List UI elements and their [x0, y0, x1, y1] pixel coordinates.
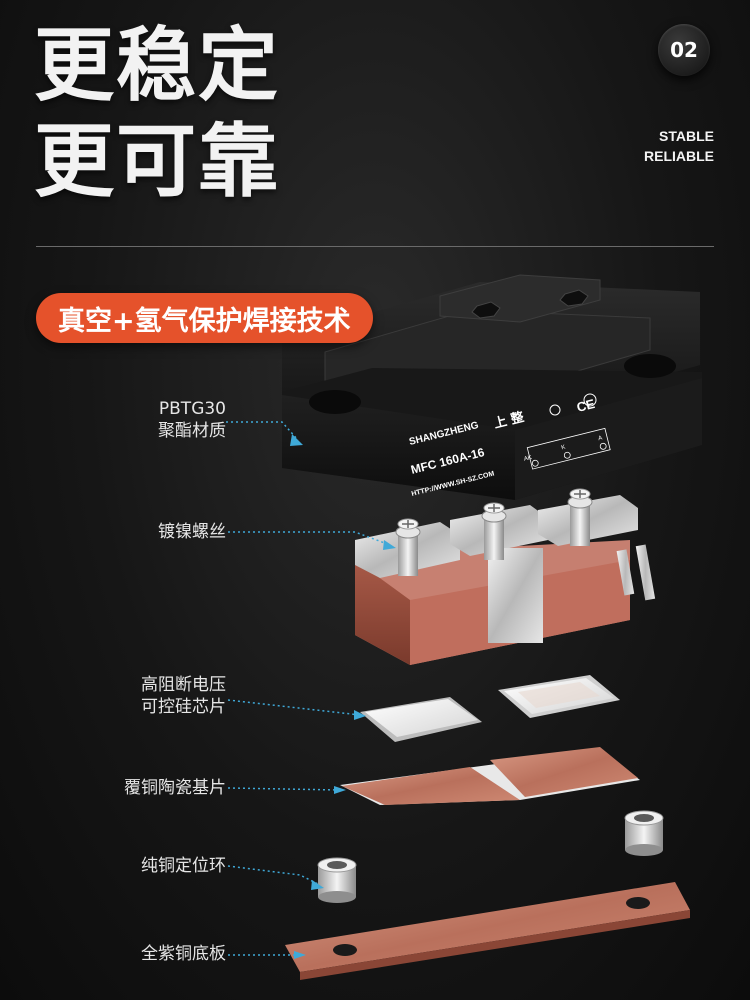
page-number-badge: 02	[658, 24, 710, 76]
registered-mark-icon	[549, 404, 561, 416]
label-thyristor-chip: 高阻断电压 可控硅芯片	[36, 674, 226, 718]
leader-lines	[226, 421, 391, 956]
housing-circuit-diagram: AK K A	[523, 427, 611, 470]
housing-body-left-face	[282, 395, 515, 500]
terminal-center-strip	[488, 548, 543, 643]
copper-base-plate-component	[285, 882, 690, 980]
terminal-label-k: K	[561, 445, 566, 452]
header-divider	[36, 246, 714, 247]
mounting-slot-right	[624, 354, 676, 378]
subtitle-en-line-2: RELIABLE	[644, 148, 714, 164]
ring-right	[624, 810, 664, 856]
terminal-screws-component	[355, 488, 656, 665]
hex-recess-2	[559, 289, 589, 307]
housing-component: SHANGZHENG 上 整 CE MFC 160A-16 HTTP://WWW…	[282, 274, 702, 500]
leader-housing	[226, 421, 299, 441]
screw-3	[567, 488, 593, 546]
base-plate-top	[285, 882, 690, 972]
label-screws-text: 镀镍螺丝	[158, 522, 226, 542]
label-nickel-screws: 镀镍螺丝	[36, 521, 226, 543]
housing-brand-cn: 上 整	[492, 409, 526, 432]
leader-arrowheads	[290, 434, 396, 959]
housing-ce-mark: CE	[575, 396, 596, 415]
subtitle-en-line-1: STABLE	[659, 128, 714, 144]
dbc-substrate-component	[340, 747, 640, 805]
label-housing-material: PBTG30 聚酯材质	[36, 398, 226, 442]
base-plate-hole-right	[626, 897, 650, 909]
cert-mark-icon	[583, 393, 597, 407]
arrow-housing	[290, 434, 303, 446]
gate-pin-1	[616, 549, 635, 596]
dbc-copper-right	[490, 747, 638, 797]
screw-2	[481, 502, 507, 560]
label-base-text: 全紫铜底板	[141, 944, 226, 964]
label-copper-ring: 纯铜定位环	[36, 855, 226, 877]
terminal-label-a: A	[598, 435, 603, 442]
base-plate-hole-left	[333, 944, 357, 956]
dbc-copper-left	[342, 767, 520, 805]
label-chip-text: 高阻断电压 可控硅芯片	[141, 675, 226, 717]
title-line-1: 更稳定	[34, 19, 280, 112]
ring-left	[317, 857, 357, 903]
mounting-slot-left	[309, 390, 361, 414]
terminal-label-ak: AK	[523, 455, 532, 463]
leader-screws	[228, 531, 391, 546]
label-copper-base: 全紫铜底板	[36, 943, 226, 965]
leader-chips	[227, 699, 361, 716]
thyristor-chips-component	[360, 675, 620, 742]
hex-recess-1	[471, 301, 501, 319]
base-plate-edge	[300, 910, 690, 980]
chip-2-surface	[518, 682, 600, 708]
label-dbc-substrate: 覆铜陶瓷基片	[36, 777, 226, 799]
screw-1	[395, 518, 421, 576]
feature-pill: 真空+氢气保护焊接技术	[36, 293, 373, 343]
gate-pin-2	[635, 544, 656, 601]
copper-ring-component	[317, 810, 664, 903]
leader-substrate	[227, 787, 341, 791]
title-line-2: 更可靠	[34, 115, 280, 208]
leader-ring	[227, 865, 321, 886]
copper-frame-side	[355, 560, 410, 665]
label-ring-text: 纯铜定位环	[141, 856, 226, 876]
label-housing-text: PBTG30 聚酯材质	[158, 399, 226, 441]
label-substrate-text: 覆铜陶瓷基片	[124, 778, 226, 798]
chip-1	[365, 699, 478, 737]
housing-body-right-face	[515, 378, 702, 500]
